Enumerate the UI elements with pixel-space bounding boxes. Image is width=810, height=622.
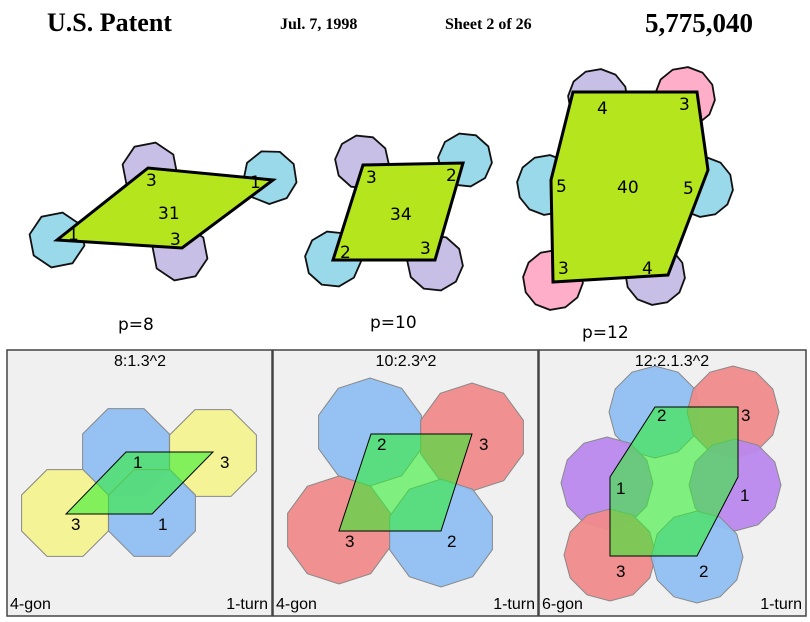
panel-2-label: 2: [377, 435, 386, 454]
sketch-1-label: 1: [250, 173, 261, 193]
sketch-2-perimeter: p=10: [370, 313, 417, 333]
sketch-3-label: 5: [556, 177, 567, 197]
sketch-2-label: 2: [340, 243, 351, 263]
sheet-number: Sheet 2 of 26: [445, 16, 532, 33]
parallelogram-region: [53, 166, 278, 250]
panel-2-label: 2: [447, 532, 456, 551]
sketch-1-perimeter: p=8: [118, 315, 154, 335]
panel-2-turn: 1-turn: [493, 596, 535, 613]
sketch-3-label: 5: [683, 179, 694, 199]
hexagon-region: [549, 90, 710, 284]
sketch-1-label: 1: [68, 225, 79, 245]
patent-date: Jul. 7, 1998: [280, 16, 358, 33]
panel-3-turn: 1-turn: [760, 596, 802, 613]
panel-3-title: 12:2.1.3^2: [635, 353, 709, 370]
sketch-3-area: 40: [617, 178, 639, 198]
sketch-2-label: 3: [420, 239, 431, 259]
panel-3-label: 1: [740, 486, 749, 505]
patent-label: U.S. Patent: [47, 8, 172, 37]
panel-3-label: 3: [741, 406, 750, 425]
parallelogram-region: [338, 433, 473, 532]
sketch-1-area: 31: [158, 204, 180, 224]
sketch-2-label: 3: [366, 168, 377, 188]
panel-1-label: 3: [220, 453, 229, 472]
parallelogram-region: [64, 451, 215, 515]
sketch-3-label: 4: [597, 99, 608, 119]
panel-3-label: 2: [657, 406, 666, 425]
sketch-3-label: 3: [679, 95, 690, 115]
panel-3-label: 3: [616, 562, 625, 581]
panel-2-label: 3: [479, 435, 488, 454]
panel-1-title: 8:1.3^2: [114, 353, 166, 370]
panel-2-gon: 4-gon: [276, 596, 317, 613]
sketch-2-label: 2: [446, 166, 457, 186]
sketch-3-perimeter: p=12: [582, 323, 629, 343]
sketch-1-label: 3: [170, 230, 181, 250]
panel-3-label: 2: [699, 562, 708, 581]
sketch-2-area: 34: [390, 205, 412, 225]
panel-1-label: 3: [71, 515, 80, 534]
panel-3-label: 1: [616, 479, 625, 498]
patent-number: 5,775,040: [645, 8, 753, 38]
panel-3-gon: 6-gon: [542, 596, 583, 613]
sketch-1-label: 3: [146, 171, 157, 191]
hexagon-region: [609, 406, 739, 557]
sketch-3-label: 3: [558, 259, 569, 279]
panel-1-gon: 4-gon: [10, 596, 51, 613]
panel-2-title: 10:2.3^2: [376, 353, 437, 370]
panel-2-label: 3: [345, 532, 354, 551]
sketch-3-label: 4: [642, 259, 653, 279]
parallelogram-region: [330, 161, 466, 262]
panel-1-label: 1: [158, 515, 167, 534]
panel-1-label: 1: [133, 453, 142, 472]
panel-1-turn: 1-turn: [226, 596, 268, 613]
